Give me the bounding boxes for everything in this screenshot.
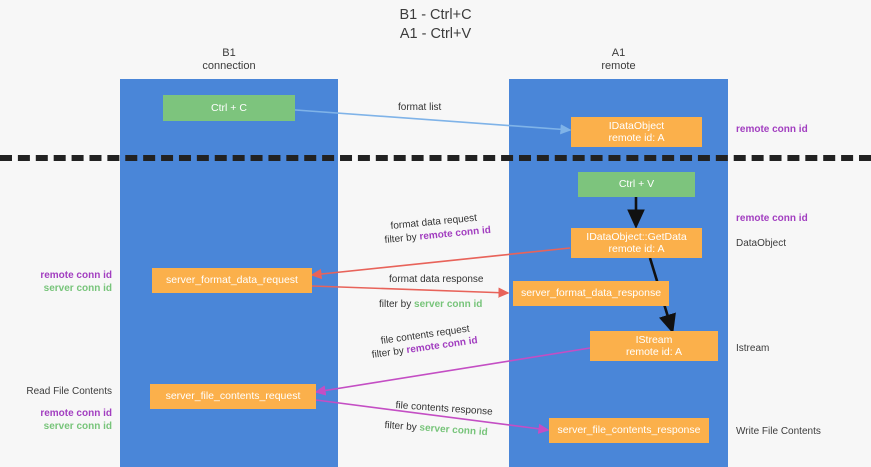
column-header-b1-line1: B1 <box>222 47 236 59</box>
filter-key-server-conn-id-2: server conn id <box>419 422 489 439</box>
column-header-b1: B1 connection <box>120 47 338 73</box>
node-server-format-data-response[interactable]: server_format_data_response <box>513 281 669 306</box>
arrow-format-data-response <box>311 285 510 298</box>
arrow-label-format-data-response-filter: filter by server conn id <box>379 298 482 312</box>
node-getdata-line1: IDataObject::GetData <box>586 230 687 243</box>
filter-prefix-4: filter by <box>384 419 420 434</box>
right-label-remote-conn-id-mid: remote conn id <box>736 213 808 224</box>
column-header-a1-line1: A1 <box>611 47 626 59</box>
column-header-a1: A1 remote <box>509 47 728 73</box>
column-header-b1-line2: connection <box>202 60 256 72</box>
node-getdata-line2: remote id: A <box>608 243 665 255</box>
title-line-2: A1 - Ctrl+V <box>399 26 472 42</box>
right-label-dataobject: DataObject <box>736 238 787 249</box>
left-label-remote-conn-id-2: remote conn id <box>40 408 112 419</box>
node-ctrl-c[interactable]: Ctrl + C <box>163 95 295 121</box>
arrow-label-format-data-response: format data response <box>389 274 484 285</box>
node-idataobject-getdata[interactable]: IDataObject::GetData remote id: A <box>571 228 702 258</box>
node-idataobject-line2: remote id: A <box>608 132 665 144</box>
title-line-1: B1 - Ctrl+C <box>399 7 472 23</box>
arrow-label-file-contents-response-filter: filter by server conn id <box>384 419 488 440</box>
node-server-format-data-request[interactable]: server_format_data_request <box>152 268 312 293</box>
node-istream-line1: IStream <box>635 333 673 346</box>
right-label-remote-conn-id-top: remote conn id <box>736 124 808 135</box>
node-istream-line2: remote id: A <box>625 346 683 358</box>
node-server-file-contents-request[interactable]: server_file_contents_request <box>150 384 316 409</box>
node-server-file-contents-response[interactable]: server_file_contents_response <box>549 418 709 443</box>
arrow-label-format-list: format list <box>398 102 442 113</box>
left-label-server-conn-id-2: server conn id <box>43 421 112 432</box>
filter-key-server-conn-id-1: server conn id <box>414 299 483 310</box>
phase-divider <box>0 155 871 161</box>
filter-prefix-3: filter by <box>371 345 408 361</box>
left-label-remote-conn-id-1: remote conn id <box>40 270 112 281</box>
filter-prefix-2: filter by <box>379 299 415 310</box>
arrow-label-file-contents-response: file contents response <box>395 399 493 418</box>
left-label-server-conn-id-1: server conn id <box>43 283 112 294</box>
filter-prefix-1: filter by <box>384 231 421 246</box>
right-label-istream: Istream <box>736 343 770 354</box>
node-idataobject[interactable]: IDataObject remote id: A <box>571 117 702 147</box>
left-label-read-file-contents: Read File Contents <box>26 386 112 397</box>
column-header-a1-line2: remote <box>601 60 636 72</box>
node-istream[interactable]: IStream remote id: A <box>590 331 718 361</box>
page-title: B1 - Ctrl+C A1 - Ctrl+V <box>0 6 871 44</box>
node-ctrl-v[interactable]: Ctrl + V <box>578 172 695 197</box>
node-idataobject-line1: IDataObject <box>608 119 665 132</box>
right-label-write-file-contents: Write File Contents <box>736 426 821 437</box>
